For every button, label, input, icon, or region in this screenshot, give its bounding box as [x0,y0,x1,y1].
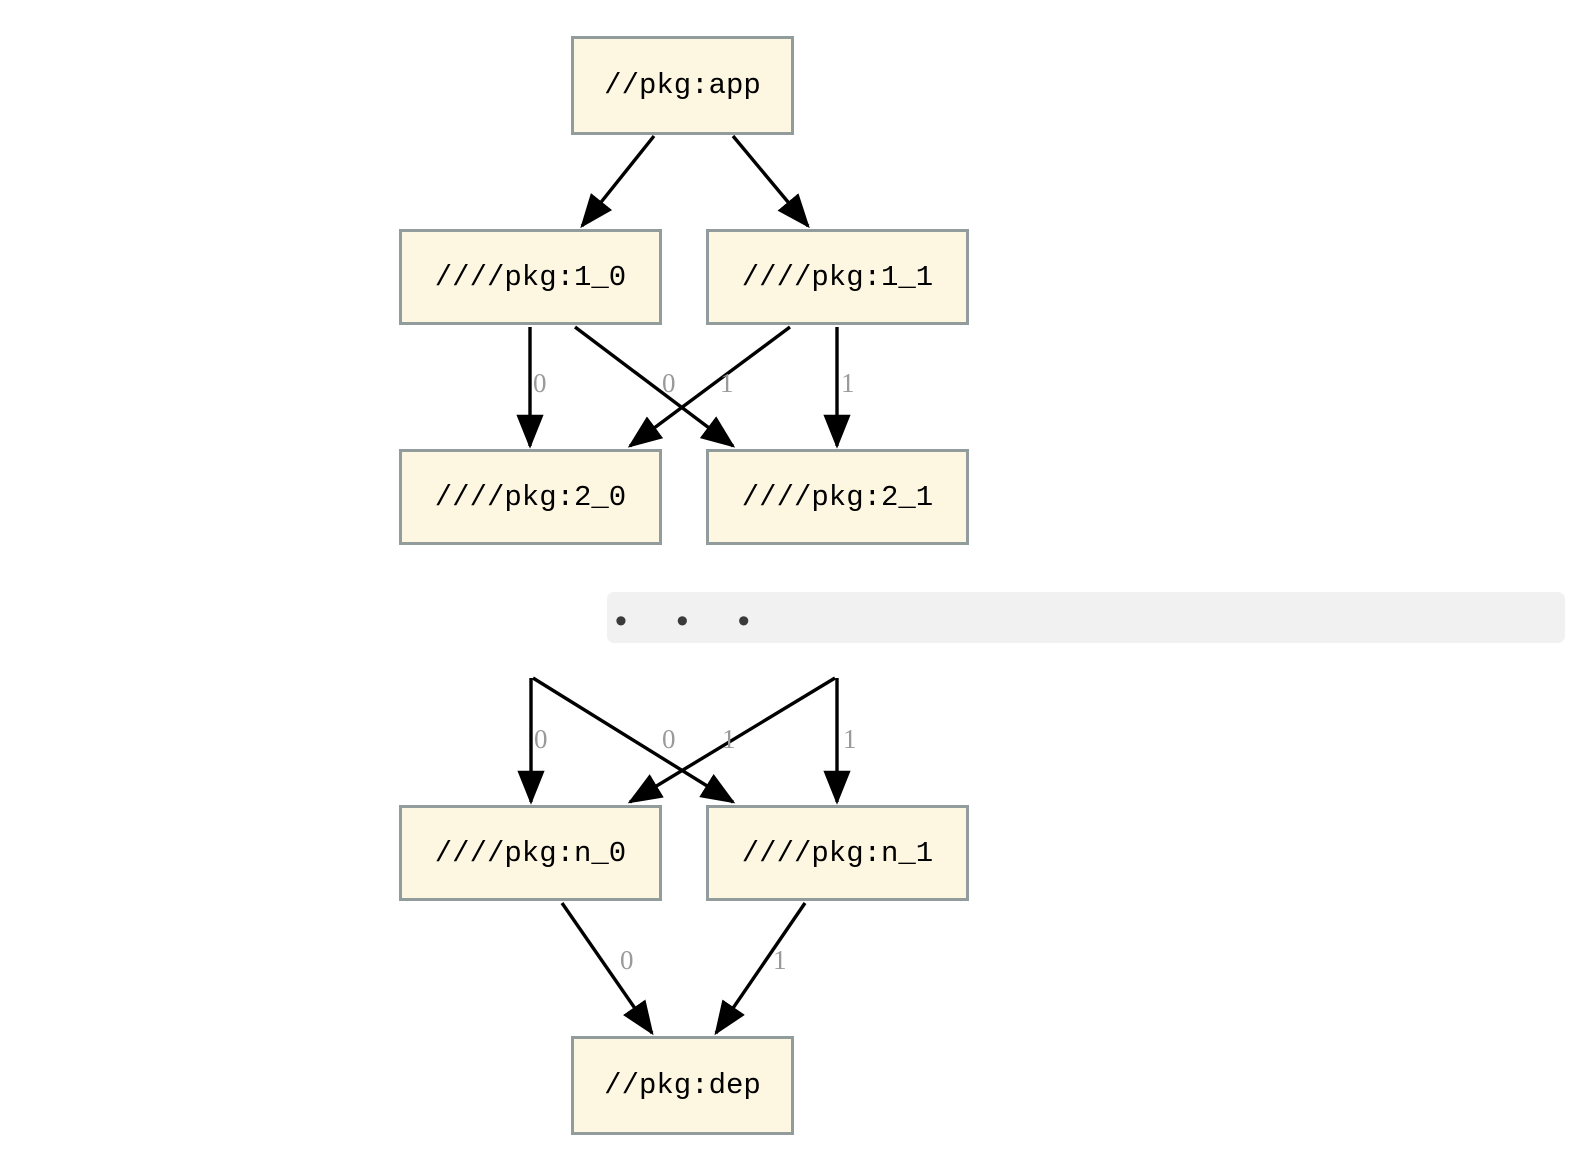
graph-node-n1_1[interactable]: ////pkg:1_1 [706,229,969,325]
graph-node-label: ////pkg:2_1 [741,480,934,514]
graph-node-label: ////pkg:n_0 [434,836,627,870]
graph-node-label: ////pkg:n_1 [741,836,934,870]
graph-edge-app-to-n1_1 [731,134,810,229]
graph-node-n2_1[interactable]: ////pkg:2_1 [706,449,969,545]
edge-label-more-to-nn_0: 0 [534,724,548,754]
edge-label-more-to-nn_0: 1 [722,724,736,754]
edge-label-n1_0-to-n2_0: 0 [533,368,547,398]
graph-node-app[interactable]: //pkg:app [571,36,794,135]
edge-label-nn_0-to-dep: 0 [620,945,634,975]
graph-node-label: ////pkg:2_0 [434,480,627,514]
graph-edge-more-to-nn_0 [627,676,836,804]
edge-label-n1_0-to-n2_1: 0 [662,368,676,398]
graph-edge-n1_1-to-n2_0 [627,325,792,448]
edge-label-n1_1-to-n2_0: 1 [720,368,734,398]
graph-node-label: ////pkg:1_1 [741,260,934,294]
edge-label-n1_1-to-n2_1: 1 [841,368,855,398]
ellipsis-separator-band: • • • [607,592,1565,643]
graph-node-nn_1[interactable]: ////pkg:n_1 [706,805,969,901]
graph-edge-nn_1-to-dep [714,902,807,1036]
graph-node-dep[interactable]: //pkg:dep [571,1036,794,1135]
graph-node-label: //pkg:dep [604,1069,761,1102]
edge-label-nn_1-to-dep: 1 [773,945,787,975]
graph-node-label: ////pkg:1_0 [434,260,627,294]
edge-label-more-to-nn_1: 1 [843,724,857,754]
ellipsis-dots: • • • [615,601,770,640]
graph-edge-n1_0-to-n2_1 [573,325,736,448]
edge-lines [516,134,851,1036]
graph-edge-nn_0-to-dep [560,902,654,1036]
graph-edge-app-to-n1_0 [580,134,656,229]
graph-node-n1_0[interactable]: ////pkg:1_0 [399,229,662,325]
edge-label-more-to-nn_1: 0 [662,724,676,754]
graph-node-nn_0[interactable]: ////pkg:n_0 [399,805,662,901]
graph-node-label: //pkg:app [604,69,761,102]
graph-edge-more-to-nn_1 [532,676,736,804]
graph-node-n2_0[interactable]: ////pkg:2_0 [399,449,662,545]
